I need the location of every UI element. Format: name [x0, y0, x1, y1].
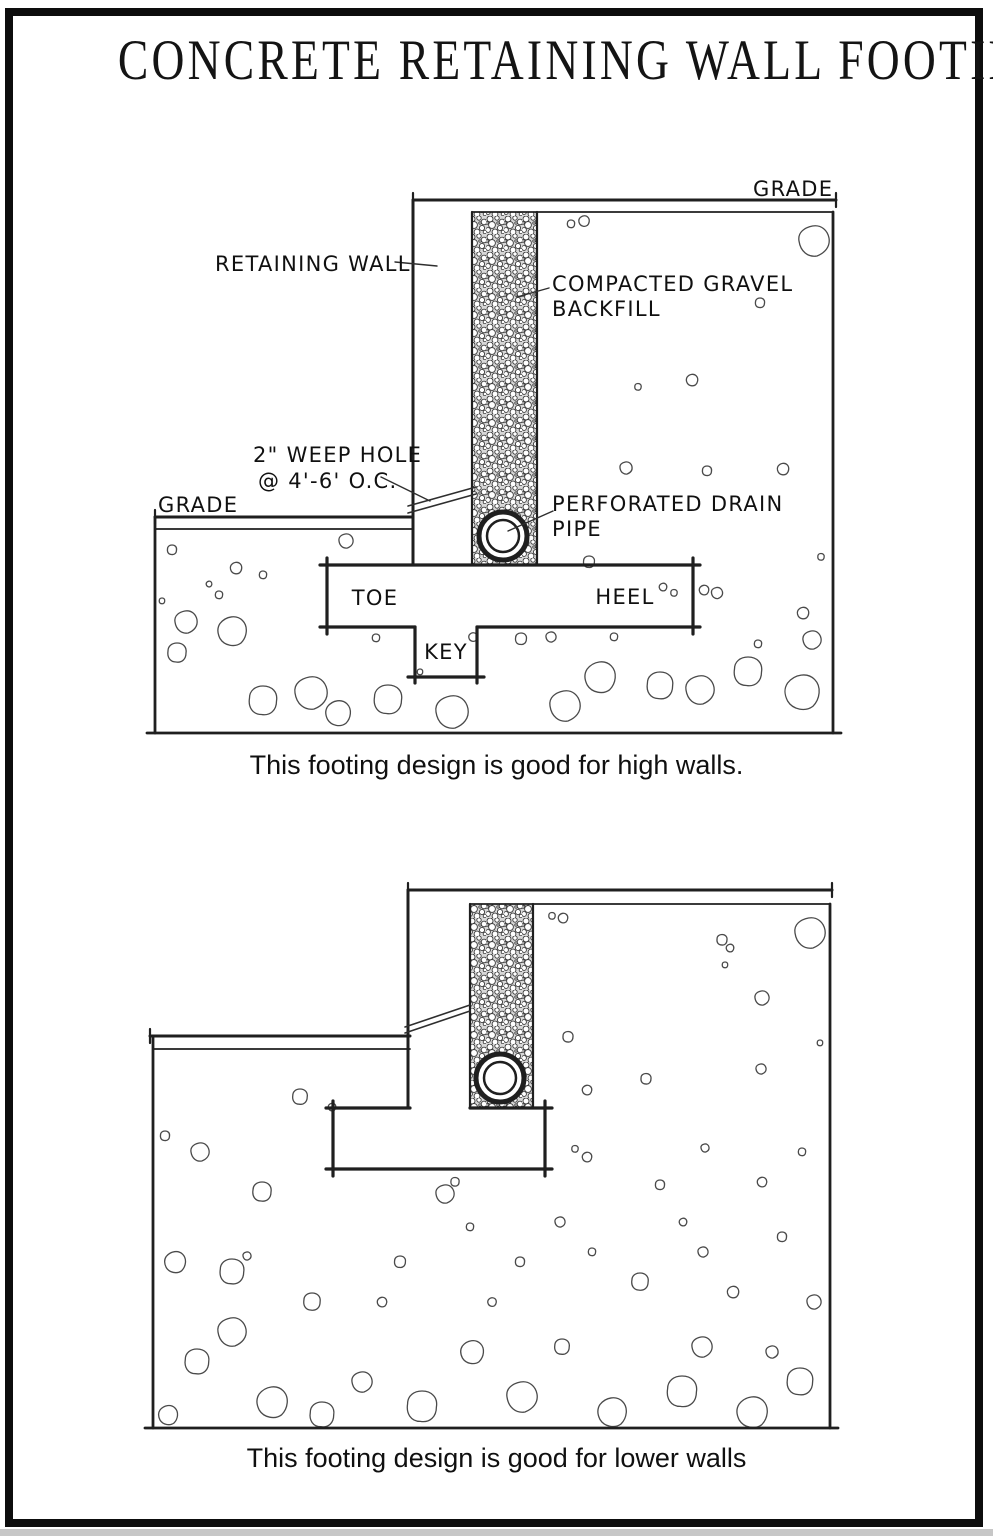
page-edge-strip — [0, 1529, 993, 1536]
drain-pipe-icon — [473, 1051, 527, 1105]
label-pipe-1: PERFORATED DRAIN — [552, 492, 784, 516]
page-title-text: CONCRETE RETAINING WALL FOOTING — [117, 29, 993, 92]
top-diagram-lines — [145, 191, 843, 735]
top-diagram-caption: This footing design is good for high wal… — [249, 750, 744, 780]
bottom-diagram-caption: This footing design is good for lower wa… — [246, 1443, 747, 1473]
label-backfill-2: BACKFILL — [552, 297, 661, 321]
label-grade-right: GRADE — [753, 177, 833, 201]
leader-lines — [380, 261, 554, 532]
drain-pipe-icon — [476, 509, 530, 563]
page-title: CONCRETE RETAINING WALL FOOTING — [0, 28, 993, 93]
label-grade-left: GRADE — [158, 493, 238, 517]
gravel-backfill-column — [472, 212, 537, 565]
label-pipe-2: PIPE — [552, 517, 602, 541]
label-toe: TOE — [351, 586, 399, 610]
label-key: KEY — [424, 640, 468, 664]
top-diagram: GRADE RETAINING WALL COMPACTED GRAVEL BA… — [145, 177, 843, 735]
label-retaining-wall: RETAINING WALL — [215, 252, 411, 276]
weep-hole-lines — [404, 1004, 471, 1034]
bottom-diagram — [143, 881, 840, 1430]
label-heel: HEEL — [595, 585, 654, 609]
label-backfill-1: COMPACTED GRAVEL — [552, 272, 793, 296]
label-weep-2: @ 4'-6' O.C. — [258, 469, 398, 493]
label-weep-1: 2" WEEP HOLE — [253, 443, 422, 467]
bottom-diagram-lines — [143, 881, 840, 1430]
weep-hole-lines — [407, 486, 477, 514]
